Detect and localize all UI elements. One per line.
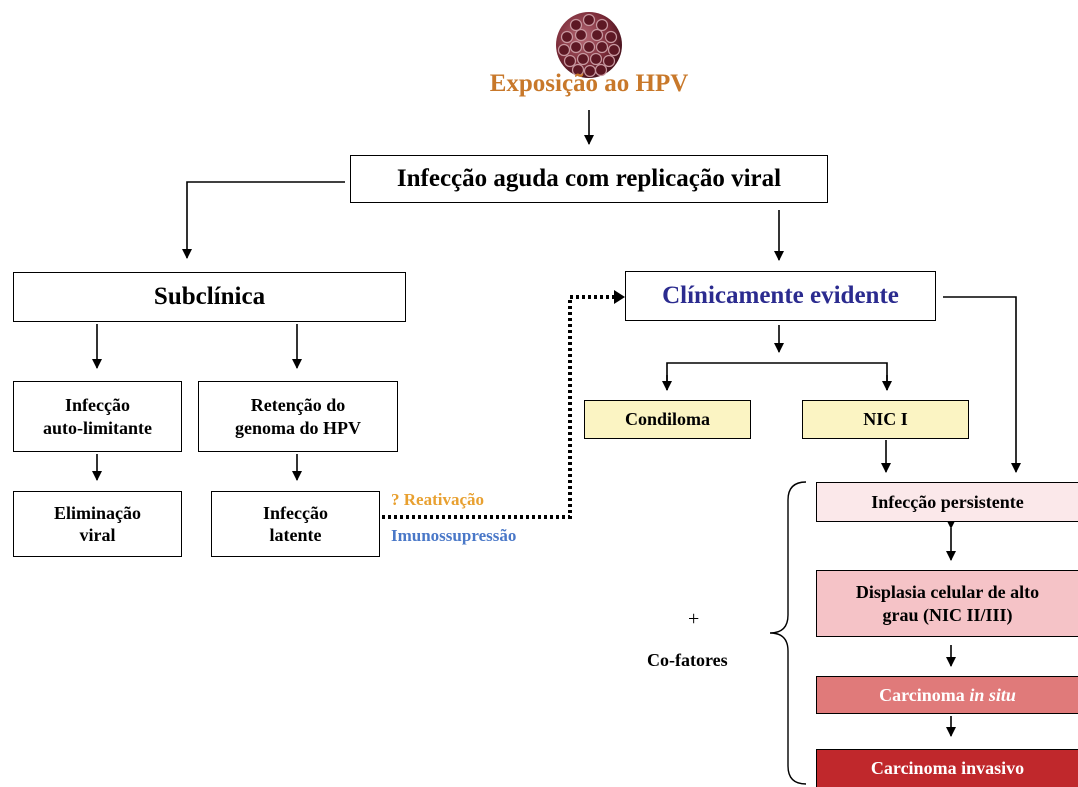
cofactors-brace <box>769 481 807 785</box>
reactivation-label: ? Reativação <box>391 490 485 509</box>
carcinoma-in-situ-label: Carcinoma in situ <box>879 684 1016 705</box>
latent-line1: Infecção <box>263 502 328 523</box>
self-limiting-infection-box: Infecção auto-limitante <box>13 381 182 452</box>
hpv-virus-icon <box>556 12 622 78</box>
persistent-infection-box: Infecção persistente <box>816 482 1078 522</box>
acute-infection-box: Infecção aguda com replicação viral <box>350 155 828 203</box>
latent-infection-box: Infecção latente <box>211 491 380 557</box>
self-limiting-line2: auto-limitante <box>43 417 152 438</box>
reactivation-arrowhead <box>614 290 625 304</box>
nic1-label: NIC I <box>863 409 908 430</box>
self-limiting-line1: Infecção <box>65 395 130 415</box>
acute-infection-label: Infecção aguda com replicação viral <box>396 165 782 193</box>
dysplasia-line2: grau (NIC II/III) <box>882 604 1013 625</box>
carcinoma-in-situ-box: Carcinoma in situ <box>816 676 1078 714</box>
cofactors-label: Co-fatores <box>647 650 728 670</box>
arrow-clinical-to-persistent <box>943 296 1021 473</box>
subclinical-label: Subclínica <box>153 283 266 311</box>
latent-line2: latente <box>269 525 322 545</box>
high-grade-dysplasia-box: Displasia celular de alto grau (NIC II/I… <box>816 570 1078 637</box>
elimination-line2: viral <box>79 525 116 545</box>
condyloma-box: Condiloma <box>584 400 751 439</box>
genome-retention-box: Retenção do genoma do HPV <box>198 381 398 452</box>
clinically-evident-label: Clínicamente evidente <box>662 282 899 310</box>
exposure-title: Exposição ao HPV <box>489 70 689 97</box>
invasive-carcinoma-box: Carcinoma invasivo <box>816 749 1078 787</box>
reactivation-dotted-path <box>382 295 615 519</box>
cofactors-plus: + <box>688 608 700 630</box>
condyloma-label: Condiloma <box>624 409 711 430</box>
arrow-acute-to-subclinical <box>182 181 345 259</box>
subclinical-box: Subclínica <box>13 272 406 322</box>
retention-line2: genoma do HPV <box>235 417 361 438</box>
clinically-evident-box: Clínicamente evidente <box>625 271 936 321</box>
immunosuppression-label: Imunossupressão <box>391 526 517 545</box>
retention-line1: Retenção do <box>250 395 346 415</box>
invasive-carcinoma-label: Carcinoma invasivo <box>870 758 1025 779</box>
viral-elimination-box: Eliminação viral <box>13 491 182 557</box>
persistent-infection-label: Infecção persistente <box>871 491 1024 512</box>
nic1-box: NIC I <box>802 400 969 439</box>
branch-condyloma-nic1 <box>666 362 888 390</box>
elimination-line1: Eliminação <box>53 502 141 523</box>
dysplasia-line1: Displasia celular de alto <box>855 582 1040 602</box>
